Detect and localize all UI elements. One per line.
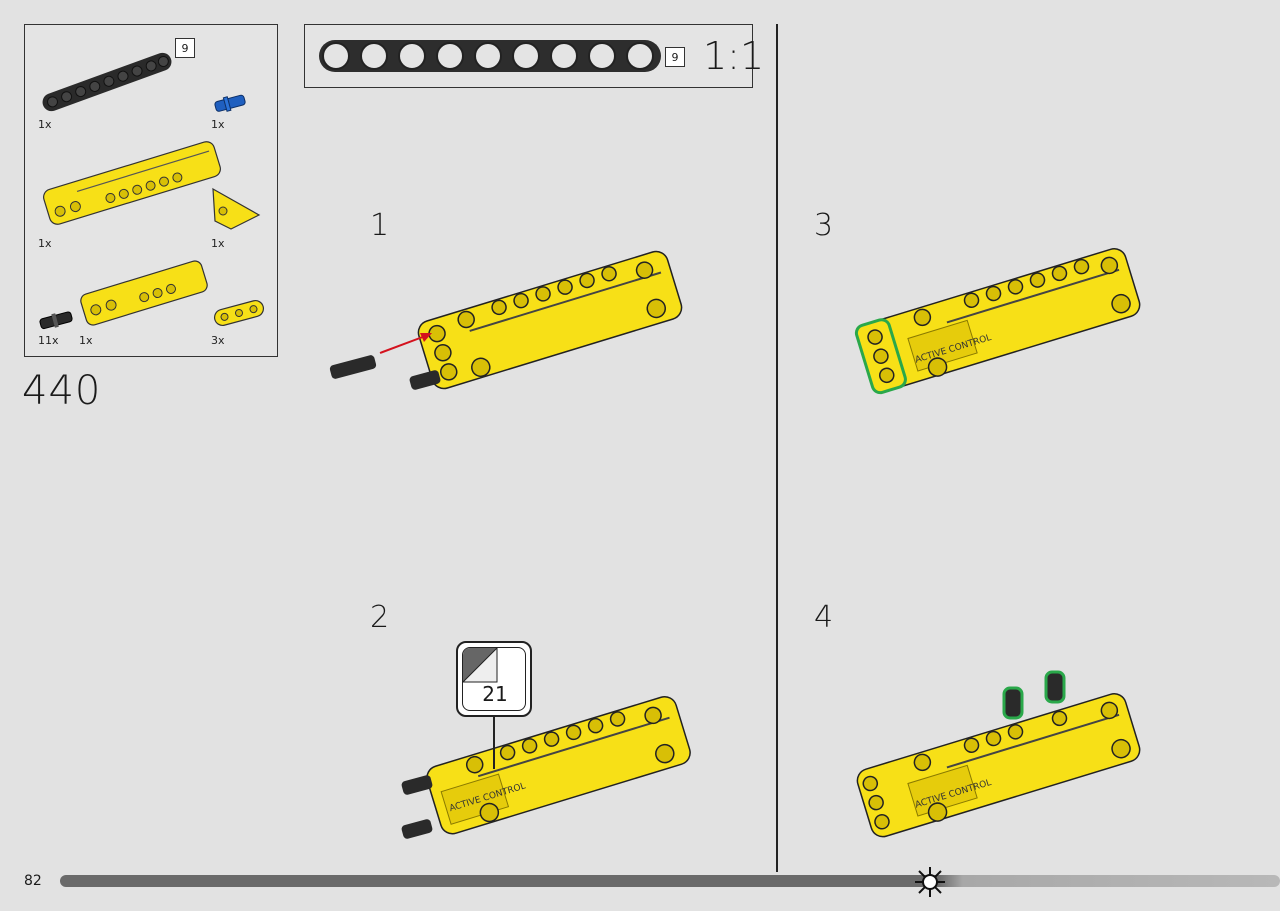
sticker-callout-line bbox=[493, 717, 495, 769]
sticker-number: 21 bbox=[482, 682, 508, 706]
part-qty-black-pin: 11x bbox=[38, 334, 59, 347]
step3-assembly-image: ACTIVE CONTROL bbox=[854, 248, 1141, 395]
part-qty-yellow-panel-long: 1x bbox=[38, 237, 52, 250]
step1-pin-loose bbox=[329, 355, 377, 379]
part-qty-black-liftarm: 1x bbox=[38, 118, 52, 131]
part-yellow-panel-short-image bbox=[80, 260, 208, 326]
sub-step-number-2: 2 bbox=[370, 600, 390, 635]
step4-assembly-image: ACTIVE CONTROL bbox=[856, 670, 1141, 838]
part-qty-yellow-liftarm: 3x bbox=[211, 334, 225, 347]
parts-list-box: 9 1x 1x 1x 1x 11x bbox=[24, 24, 278, 357]
build-step-number: 440 bbox=[22, 368, 102, 414]
step4-pin-1 bbox=[1002, 686, 1024, 720]
step1-assembly-image bbox=[329, 250, 683, 390]
part-yellow-triangle-image bbox=[212, 187, 261, 230]
part-box-number: 9 bbox=[175, 38, 195, 58]
scale-liftarm-image bbox=[319, 40, 661, 72]
progress-bar-track bbox=[60, 875, 1280, 887]
part-yellow-panel-long-image bbox=[43, 141, 221, 225]
sticker-peel-icon bbox=[463, 648, 498, 683]
page-number: 82 bbox=[24, 873, 42, 889]
part-qty-yellow-panel-short: 1x bbox=[79, 334, 93, 347]
sticker-callout: 21 bbox=[456, 641, 532, 717]
sub-step-number-1: 1 bbox=[370, 208, 390, 243]
step4-pin-2 bbox=[1044, 670, 1066, 704]
part-black-liftarm-image bbox=[42, 52, 172, 112]
part-black-friction-pin-image bbox=[39, 311, 73, 330]
sticker-callout-inner: 21 bbox=[462, 647, 526, 711]
scale-reference-box: 9 1:1 bbox=[304, 24, 764, 88]
progress-marker-icon bbox=[914, 866, 946, 898]
sub-step-number-4: 4 bbox=[814, 600, 834, 635]
part-yellow-liftarm-image bbox=[213, 300, 265, 326]
scale-ratio-text: 1:1 bbox=[703, 34, 765, 78]
sub-step-number-3: 3 bbox=[814, 208, 834, 243]
scale-box-number: 9 bbox=[665, 47, 685, 67]
step2-assembly-image: ACTIVE CONTROL bbox=[401, 695, 691, 839]
part-qty-blue-pin: 1x bbox=[211, 118, 225, 131]
column-divider bbox=[776, 24, 778, 872]
part-qty-yellow-triangle: 1x bbox=[211, 237, 225, 250]
part-blue-axle-pin-image bbox=[214, 94, 246, 112]
